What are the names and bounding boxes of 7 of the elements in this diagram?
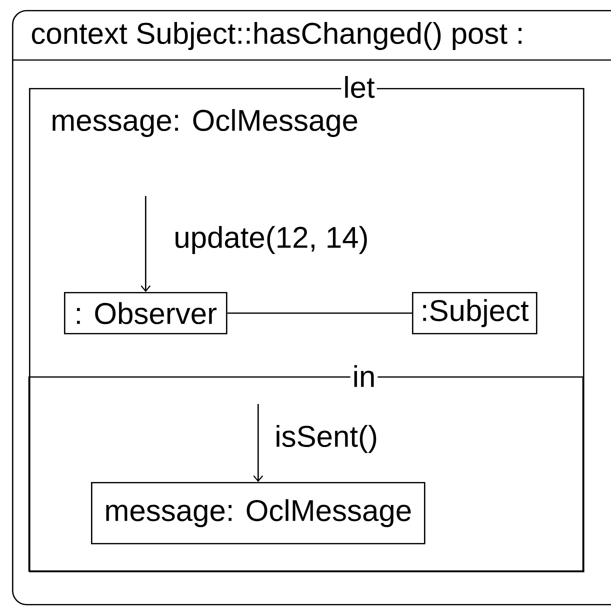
edge-label: isSent() — [276, 425, 376, 453]
object-box: : Observer — [64, 292, 228, 334]
edge-label: update(12, 14) — [176, 226, 367, 254]
arrow — [253, 404, 264, 482]
arrow — [140, 196, 151, 292]
object-box: message: OclMessage — [91, 482, 426, 544]
object-box: :Subject — [412, 292, 538, 334]
